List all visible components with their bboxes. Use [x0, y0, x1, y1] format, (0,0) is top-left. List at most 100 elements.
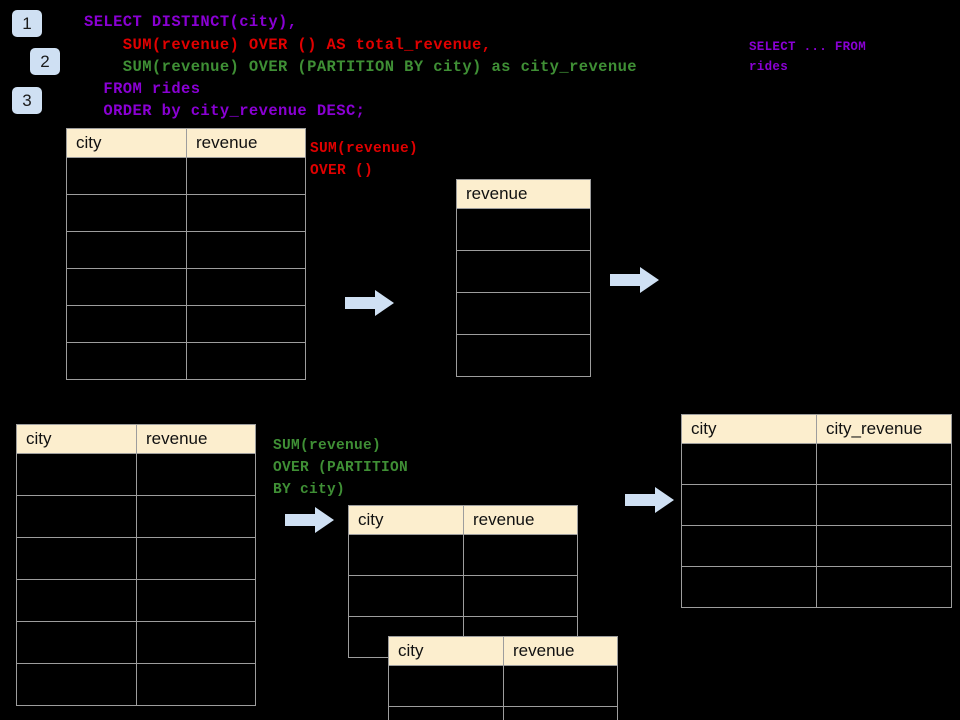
- table-row: [681, 484, 952, 526]
- sql-note-select-from-rides: SELECT ... FROM rides: [749, 40, 867, 74]
- cell-revenue: [136, 621, 256, 664]
- cell-city: [16, 663, 137, 706]
- cell-city: [66, 305, 187, 343]
- cell-city-revenue: [816, 566, 952, 608]
- table-row: [388, 706, 618, 720]
- table-row: [16, 579, 256, 622]
- total-revenue-table: revenue: [456, 179, 591, 377]
- column-header-revenue: revenue: [186, 128, 306, 158]
- arrow-source-to-total-icon: [345, 290, 394, 316]
- cell-city: [66, 231, 187, 269]
- step-badge-1: 1: [12, 10, 42, 37]
- column-header-city: city: [388, 636, 504, 666]
- table-row: [66, 231, 306, 269]
- cell-city: [16, 579, 137, 622]
- cell-city: [681, 443, 817, 485]
- cell-revenue: [463, 575, 578, 617]
- table-row: [66, 305, 306, 343]
- cell-revenue: [456, 250, 591, 293]
- rides-source-table-2: city revenue: [16, 424, 256, 706]
- column-header-city: city: [66, 128, 187, 158]
- table-header-row: revenue: [456, 179, 591, 209]
- cell-city: [388, 706, 504, 720]
- cell-city: [681, 566, 817, 608]
- column-header-city: city: [16, 424, 137, 454]
- cell-city: [16, 621, 137, 664]
- sql-line-select: SELECT DISTINCT(city),: [84, 13, 298, 31]
- table-row: [16, 495, 256, 538]
- cell-revenue: [186, 305, 306, 343]
- table-row: [16, 537, 256, 580]
- cell-revenue: [136, 579, 256, 622]
- cell-city: [681, 525, 817, 567]
- cell-city: [348, 575, 464, 617]
- column-header-revenue: revenue: [463, 505, 578, 535]
- column-header-revenue: revenue: [456, 179, 591, 209]
- cell-revenue: [186, 342, 306, 380]
- cell-revenue: [463, 534, 578, 576]
- table-row: [66, 268, 306, 306]
- city-revenue-result-table: city city_revenue: [681, 414, 952, 608]
- rides-source-table: city revenue: [66, 128, 306, 380]
- annotation-sum-over-partition: SUM(revenue) OVER (PARTITION BY city): [273, 438, 409, 498]
- table-header-row: city revenue: [388, 636, 618, 666]
- cell-revenue: [503, 665, 618, 707]
- cell-city: [16, 453, 137, 496]
- cell-revenue: [186, 157, 306, 195]
- annotation-sum-over-empty: SUM(revenue) OVER (): [310, 141, 419, 179]
- cell-revenue: [456, 208, 591, 251]
- arrow-total-to-result-icon: [610, 267, 659, 293]
- cell-revenue: [186, 194, 306, 232]
- step-badge-2: 2: [30, 48, 60, 75]
- table-row: [16, 663, 256, 706]
- cell-revenue: [456, 292, 591, 335]
- cell-city: [66, 342, 187, 380]
- table-row: [66, 194, 306, 232]
- cell-revenue: [136, 537, 256, 580]
- arrow-partition-to-result-icon: [625, 487, 674, 513]
- cell-revenue: [136, 663, 256, 706]
- table-header-row: city city_revenue: [681, 414, 952, 444]
- cell-city-revenue: [816, 484, 952, 526]
- table-row: [16, 621, 256, 664]
- cell-city: [681, 484, 817, 526]
- cell-revenue: [456, 334, 591, 377]
- table-header-row: city revenue: [66, 128, 306, 158]
- table-row: [681, 525, 952, 567]
- cell-city: [388, 665, 504, 707]
- cell-city-revenue: [816, 525, 952, 567]
- table-row: [456, 334, 591, 377]
- table-row: [681, 566, 952, 608]
- table-row: [348, 534, 578, 576]
- cell-revenue: [136, 453, 256, 496]
- table-row: [681, 443, 952, 485]
- table-row: [66, 342, 306, 380]
- column-header-revenue: revenue: [136, 424, 256, 454]
- column-header-city: city: [348, 505, 464, 535]
- table-row: [456, 250, 591, 293]
- step-badge-3: 3: [12, 87, 42, 114]
- cell-city-revenue: [816, 443, 952, 485]
- arrow-source-to-partition-icon: [285, 507, 334, 533]
- sql-line-from: FROM rides: [84, 80, 201, 98]
- table-row: [348, 575, 578, 617]
- cell-revenue: [186, 231, 306, 269]
- cell-city: [16, 537, 137, 580]
- cell-city: [16, 495, 137, 538]
- table-row: [66, 157, 306, 195]
- table-row: [456, 292, 591, 335]
- cell-city: [66, 194, 187, 232]
- table-header-row: city revenue: [348, 505, 578, 535]
- column-header-revenue: revenue: [503, 636, 618, 666]
- table-header-row: city revenue: [16, 424, 256, 454]
- sql-line-city-revenue: SUM(revenue) OVER (PARTITION BY city) as…: [84, 58, 637, 76]
- partition-group-table-front: city revenue: [388, 636, 618, 720]
- sql-line-total-revenue: SUM(revenue) OVER () AS total_revenue,: [84, 36, 492, 54]
- cell-revenue: [136, 495, 256, 538]
- table-row: [16, 453, 256, 496]
- cell-revenue: [503, 706, 618, 720]
- column-header-city-revenue: city_revenue: [816, 414, 952, 444]
- table-row: [388, 665, 618, 707]
- cell-city: [66, 157, 187, 195]
